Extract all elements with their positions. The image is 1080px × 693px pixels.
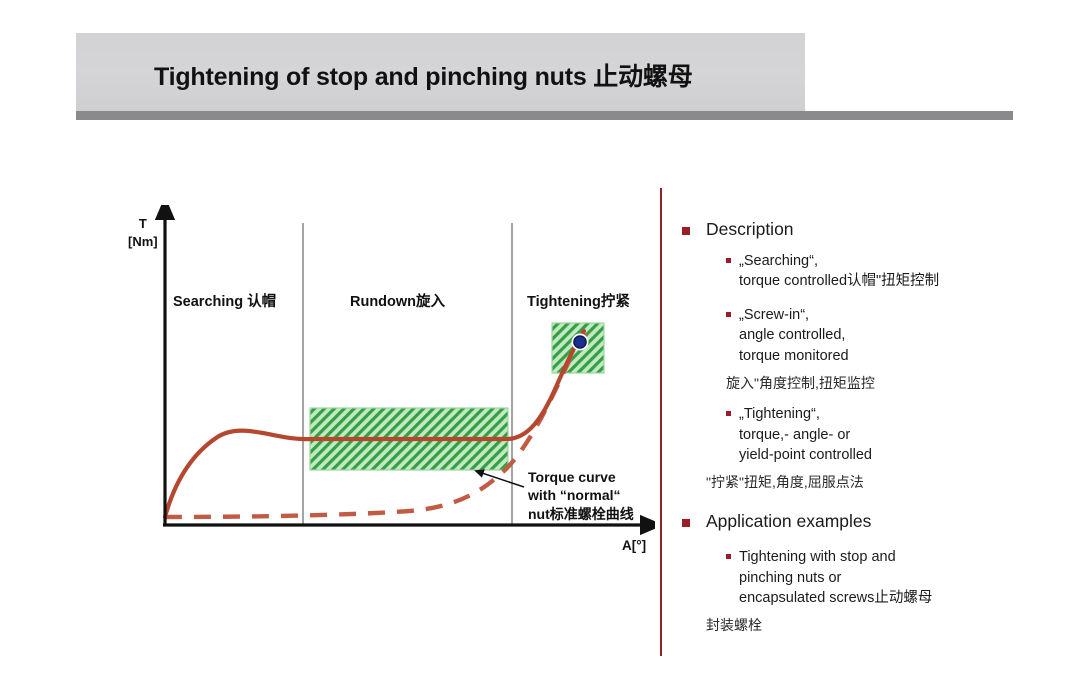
phase-label-searching: Searching 认帽 (173, 294, 277, 310)
stop-nut-torque-curve (162, 328, 587, 520)
page-title: Tightening of stop and pinching nuts 止动螺… (154, 63, 693, 91)
small-square-bullet-icon (726, 554, 731, 560)
normal-nut-torque-curve (164, 330, 590, 520)
chart-canvas (154, 205, 655, 536)
curve-annotation-text: Torque curve with “normal“ nut标准螺栓曲线 (528, 469, 634, 522)
y-axis-symbol: T (138, 216, 147, 231)
y-axis-label: T [Nm] (128, 215, 158, 250)
list-item-note: 旋入"角度控制,扭矩监控 (726, 374, 875, 391)
list-item: „Tightening“, torque,- angle- or yield-p… (726, 404, 1042, 466)
square-bullet-icon (682, 227, 690, 235)
header-underline-bar (76, 111, 1013, 120)
phase-label-tightening: Tightening拧紧 (527, 294, 630, 310)
y-axis-unit: [Nm] (128, 233, 158, 249)
topic-heading-row: Description (682, 218, 1042, 242)
list-item-text: „Screw-in“, angle controlled, torque mon… (739, 306, 849, 364)
small-square-bullet-icon (726, 411, 731, 417)
vertical-panel-divider (660, 188, 662, 656)
phase-label-rundown: Rundown旋入 (350, 294, 446, 310)
square-bullet-icon (682, 519, 690, 528)
list-item: Tightening with stop and pinching nuts o… (726, 547, 1042, 609)
topic-application-examples: Application examples Tightening with sto… (682, 510, 1042, 635)
application-sub-list: Tightening with stop and pinching nuts o… (706, 547, 1042, 635)
small-square-bullet-icon (726, 257, 731, 263)
topic-title-description: Description (706, 219, 794, 239)
small-square-bullet-icon (726, 311, 731, 317)
list-item: „Searching“, torque controlled认帽"扭矩控制 (726, 251, 1042, 292)
slide-header-band: Tightening of stop and pinching nuts 止动螺… (76, 33, 805, 111)
list-item-text: „Searching“, torque controlled认帽"扭矩控制 (739, 252, 940, 290)
list-item-text: „Tightening“, torque,- angle- or yield-p… (739, 406, 872, 464)
list-item-note: 封装螺栓 (706, 616, 762, 633)
list-item: „Screw-in“, angle controlled, torque mon… (726, 305, 1042, 367)
topic-title-application-examples: Application examples (706, 511, 872, 532)
torque-angle-chart: T [Nm] A[°] Searching 认帽 Rundown旋入 Tight… (110, 205, 655, 560)
topic-description: Description „Searching“, torque controll… (682, 218, 1042, 492)
topic-heading-row: Application examples (682, 510, 1042, 534)
list-item-text: Tightening with stop and pinching nuts o… (739, 549, 933, 607)
target-point-marker (573, 335, 587, 349)
list-item-note: "拧紧"扭矩,角度,屈服点法 (706, 473, 864, 490)
annotation-leader-line (474, 469, 525, 488)
description-sub-list: „Searching“, torque controlled认帽"扭矩控制 „S… (706, 251, 1042, 493)
description-panel: Description „Searching“, torque controll… (682, 218, 1042, 646)
x-axis-label: A[°] (622, 538, 647, 553)
